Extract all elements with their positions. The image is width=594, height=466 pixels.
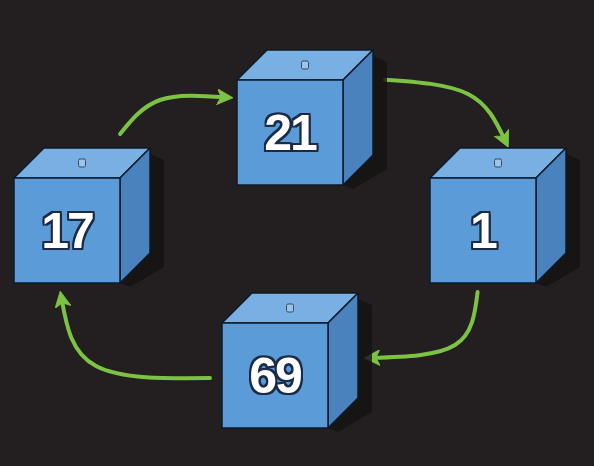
number-label: 69 [249,347,301,405]
cycle-arrow [62,299,210,378]
cube-number: 17 [14,178,120,283]
cube-number: 21 [237,80,343,185]
cube-box: 17 [14,148,150,283]
cycle-arrow [385,80,505,140]
cube-shape [430,148,566,283]
number-label: 21 [264,104,316,162]
number-label: 17 [41,202,93,260]
cycle-arrow [372,292,478,358]
number-label: 1 [470,202,496,260]
cube-box: 69 [222,293,358,428]
cube-box: 1 [430,148,566,283]
cube-number: 69 [222,323,328,428]
cube-number: 1 [430,178,536,283]
cube-box: 21 [237,50,373,185]
cycle-arrow [120,96,225,134]
